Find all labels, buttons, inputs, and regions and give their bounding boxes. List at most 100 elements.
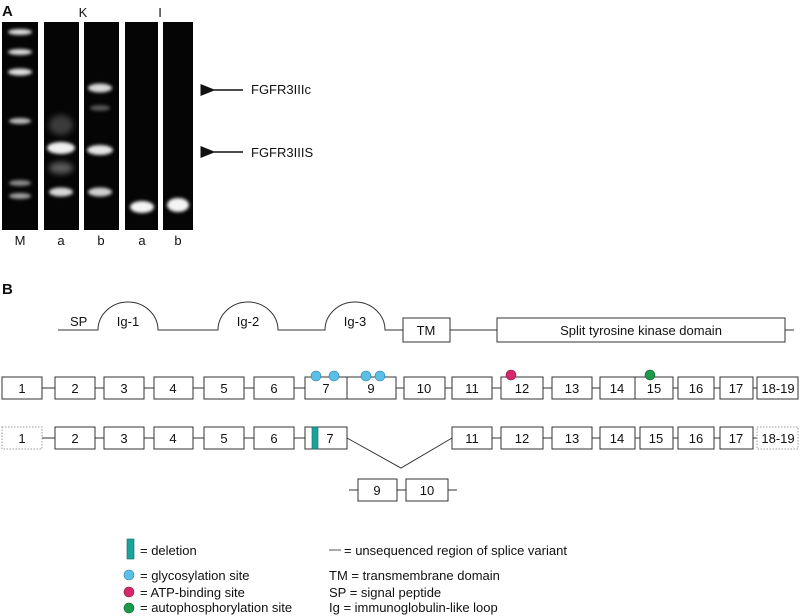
group-i-label: I (158, 5, 162, 20)
exon-label: 1 (18, 381, 25, 396)
exon-box (719, 426, 754, 450)
exon-label: 6 (270, 381, 277, 396)
exon-box (153, 426, 194, 450)
exon-label: 5 (220, 431, 227, 446)
panel-a-label: A (2, 3, 13, 20)
legend-deletion-text: = deletion (140, 543, 197, 558)
exon-row-variant (1, 426, 799, 469)
exon-label: 12 (515, 381, 529, 396)
kinase-domain-box (496, 317, 786, 343)
gel-lane-m (2, 22, 38, 230)
label-fgfr3iiic: FGFR3IIIc (251, 82, 311, 97)
exon-box (103, 426, 145, 450)
exon-label: 2 (71, 381, 78, 396)
panel-b-label: B (2, 281, 13, 298)
exon-label: 9 (367, 381, 374, 396)
gel-lane-i-a (125, 22, 158, 230)
label-fgfr3iiis: FGFR3IIIS (251, 145, 313, 160)
exon-label: 3 (120, 381, 127, 396)
glycosylation-site-marker (374, 370, 386, 382)
exon-label: 16 (689, 381, 703, 396)
exon-box (551, 376, 593, 400)
exon-label: 4 (169, 431, 176, 446)
exon-label: 17 (729, 381, 743, 396)
tm-label: TM (417, 323, 436, 338)
exon-box (54, 426, 96, 450)
exon-label: 2 (71, 431, 78, 446)
exon-label: 18-19 (761, 431, 794, 446)
legend-atp-text: = ATP-binding site (140, 585, 245, 600)
legend-deletion-swatch (126, 538, 135, 560)
group-k-label: K (79, 5, 88, 20)
gel-lane-k-b (84, 22, 119, 230)
exon-label: 15 (647, 381, 661, 396)
exon-label: 13 (565, 381, 579, 396)
exon-label: 6 (270, 431, 277, 446)
exon-row-full (1, 376, 799, 400)
ig3-label: Ig-3 (344, 314, 366, 329)
legend-autophos-text: = autophosphorylation site (140, 600, 292, 615)
exon-box (677, 426, 715, 450)
legend-unsequenced-text: = unsequenced region of splice variant (344, 543, 567, 558)
exon-label: 18-19 (761, 381, 794, 396)
exon-box (203, 426, 245, 450)
glycosylation-site-marker (310, 370, 322, 382)
exon-label: 17 (729, 431, 743, 446)
exon-label: 7 (322, 381, 329, 396)
gel-lane-k-a (44, 22, 79, 230)
exon-box-partial (756, 426, 799, 450)
exon-box-skipped (405, 478, 449, 502)
exon-box (451, 376, 493, 400)
exon-label-skipped: 9 (373, 483, 380, 498)
glycosylation-site-marker (328, 370, 340, 382)
gel-lane-i-b (163, 22, 193, 230)
exon-label: 12 (515, 431, 529, 446)
exon-label: 11 (465, 431, 479, 446)
exon-box (639, 426, 674, 450)
lane-label-i-b: b (174, 233, 181, 248)
lane-label-k-b: b (97, 233, 104, 248)
exon-box (551, 426, 593, 450)
exon-label: 11 (465, 381, 479, 396)
tm-domain-box (402, 317, 451, 343)
exon-label: 5 (220, 381, 227, 396)
exon-label: 13 (565, 431, 579, 446)
legend-sp-text: SP = signal peptide (329, 585, 441, 600)
exon-box-7-9 (304, 376, 397, 400)
legend-glycosylation-text: = glycosylation site (140, 568, 249, 583)
legend-autophos-swatch (123, 602, 135, 614)
kinase-label: Split tyrosine kinase domain (560, 323, 722, 338)
protein-domain-diagram (58, 301, 794, 343)
exon-box-partial (1, 426, 43, 450)
exon-box (756, 376, 799, 400)
exon-box (599, 426, 636, 450)
legend-tm-text: TM = transmembrane domain (329, 568, 500, 583)
exon-label: 10 (417, 381, 431, 396)
exon-label: 14 (610, 431, 624, 446)
sp-label: SP (70, 314, 87, 329)
atp-binding-site-marker (505, 369, 517, 381)
exon-label-skipped: 10 (420, 483, 434, 498)
glycosylation-site-marker (360, 370, 372, 382)
exon-box (403, 376, 446, 400)
autophosphorylation-site-marker (644, 369, 656, 381)
legend-glycosylation-swatch (123, 569, 135, 581)
exon-box (103, 376, 145, 400)
exon-box (719, 376, 754, 400)
exon-box-skipped (357, 478, 398, 502)
legend-ig-text: Ig = immunoglobulin-like loop (329, 600, 498, 615)
lane-label-i-a: a (138, 233, 146, 248)
deletion-marker (311, 426, 319, 450)
exon-label: 15 (649, 431, 663, 446)
exon-label: 7 (326, 431, 333, 446)
exon-box (203, 376, 245, 400)
exon-label: 4 (169, 381, 176, 396)
exon-label: 3 (120, 431, 127, 446)
exon-box (54, 376, 96, 400)
exon-box (500, 426, 544, 450)
exon-box (153, 376, 194, 400)
legend: = deletion = glycosylation site = ATP-bi… (123, 538, 567, 615)
lane-label-k-a: a (57, 233, 65, 248)
exon-box (677, 376, 715, 400)
